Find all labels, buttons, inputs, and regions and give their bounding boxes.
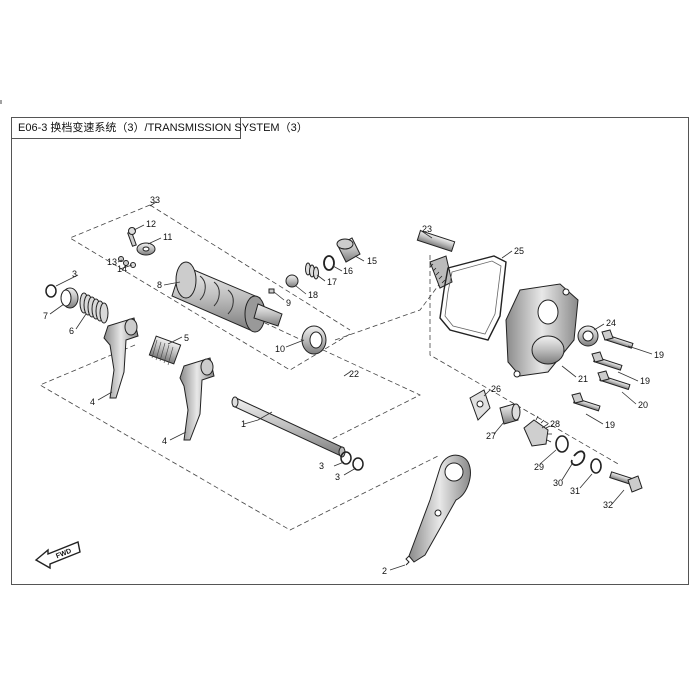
callout-33: 33 [150,195,160,205]
stopper-washer [130,262,136,268]
cover-bolt-4 [571,392,601,412]
stopper-plate [136,242,156,256]
callout-13: 13 [107,257,117,267]
detent-spring [305,262,319,280]
drawing-frame [11,117,689,585]
shift-cover [505,283,579,378]
return-spring [570,450,586,466]
stopper-plate-26 [469,389,491,421]
callout-20: 20 [638,400,648,410]
drum-bearing [301,325,327,355]
callout-3-left: 3 [72,269,77,279]
shift-spring [79,292,109,324]
group-33-top-line [149,204,351,331]
callout-3-shaft-b: 3 [335,472,340,482]
callout-23: 23 [422,224,432,234]
shift-gear-segment [523,415,552,447]
callout-19-a: 19 [654,350,664,360]
group-25-link [334,269,451,341]
bushing [60,287,79,309]
callout-1: 1 [241,419,246,429]
shift-fork-right [179,357,215,441]
cover-bolt-2 [591,351,623,371]
shift-sector-shaft [416,230,456,289]
callout-32: 32 [603,500,613,510]
shift-drum [171,261,283,333]
stopper-bolt [127,227,137,247]
diagram-title: E06-3 换档变速系统（3）/TRANSMISSION SYSTEM（3） [11,117,308,139]
callout-17: 17 [327,277,337,287]
callout-18: 18 [308,290,318,300]
callout-12: 12 [146,219,156,229]
callout-numbers: 1 2 3 3 3 4 4 5 6 7 8 9 10 11 12 13 14 1… [43,195,664,576]
shift-fork-left [103,317,139,399]
callout-27: 27 [486,431,496,441]
callout-16: 16 [343,266,353,276]
drum-pin [268,288,275,294]
callout-25: 25 [514,246,524,256]
callout-8: 8 [157,280,162,290]
callout-4-right: 4 [162,436,167,446]
steel-ball [285,274,299,288]
collar [499,403,521,425]
callout-15: 15 [367,256,377,266]
group-22-link [249,315,421,441]
needle-bearing [148,335,182,366]
o-ring [323,255,335,271]
callout-19-c: 19 [605,420,615,430]
callout-29: 29 [534,462,544,472]
leader-lines [49,201,653,571]
callout-21: 21 [578,374,588,384]
neutral-switch [336,237,361,263]
cover-bolt-3 [597,370,631,391]
callout-11: 11 [163,232,172,242]
callout-28: 28 [550,419,560,429]
callout-30: 30 [553,478,563,488]
callout-19-b: 19 [640,376,650,386]
callout-14: 14 [117,264,127,274]
washer-31 [590,458,602,474]
circlip-shaft-a [340,451,352,465]
callout-5: 5 [184,333,189,343]
washer-29 [555,435,569,453]
stopper-roller [118,256,129,266]
callout-31: 31 [570,486,580,496]
callout-22: 22 [349,369,359,379]
callout-6: 6 [69,326,74,336]
callout-26: 26 [491,384,501,394]
callout-3-shaft-a: 3 [319,461,324,471]
circlip-left [45,284,57,298]
callout-4-left: 4 [90,397,95,407]
flange-bolt [609,471,643,493]
shift-shaft [231,396,346,458]
callout-24: 24 [606,318,616,328]
gear-shift-arm [405,454,471,566]
cover-gasket [439,255,507,341]
callout-9: 9 [286,298,291,308]
circlip-shaft-b [352,457,364,471]
callout-2: 2 [382,566,387,576]
fwd-arrow-icon: FWD [34,541,81,570]
cover-bolt-1 [601,329,634,349]
group-25-outline [429,255,621,466]
callout-7: 7 [43,311,48,321]
callout-10: 10 [275,344,285,354]
oil-seal [577,325,599,347]
group-22-outline [39,344,441,531]
